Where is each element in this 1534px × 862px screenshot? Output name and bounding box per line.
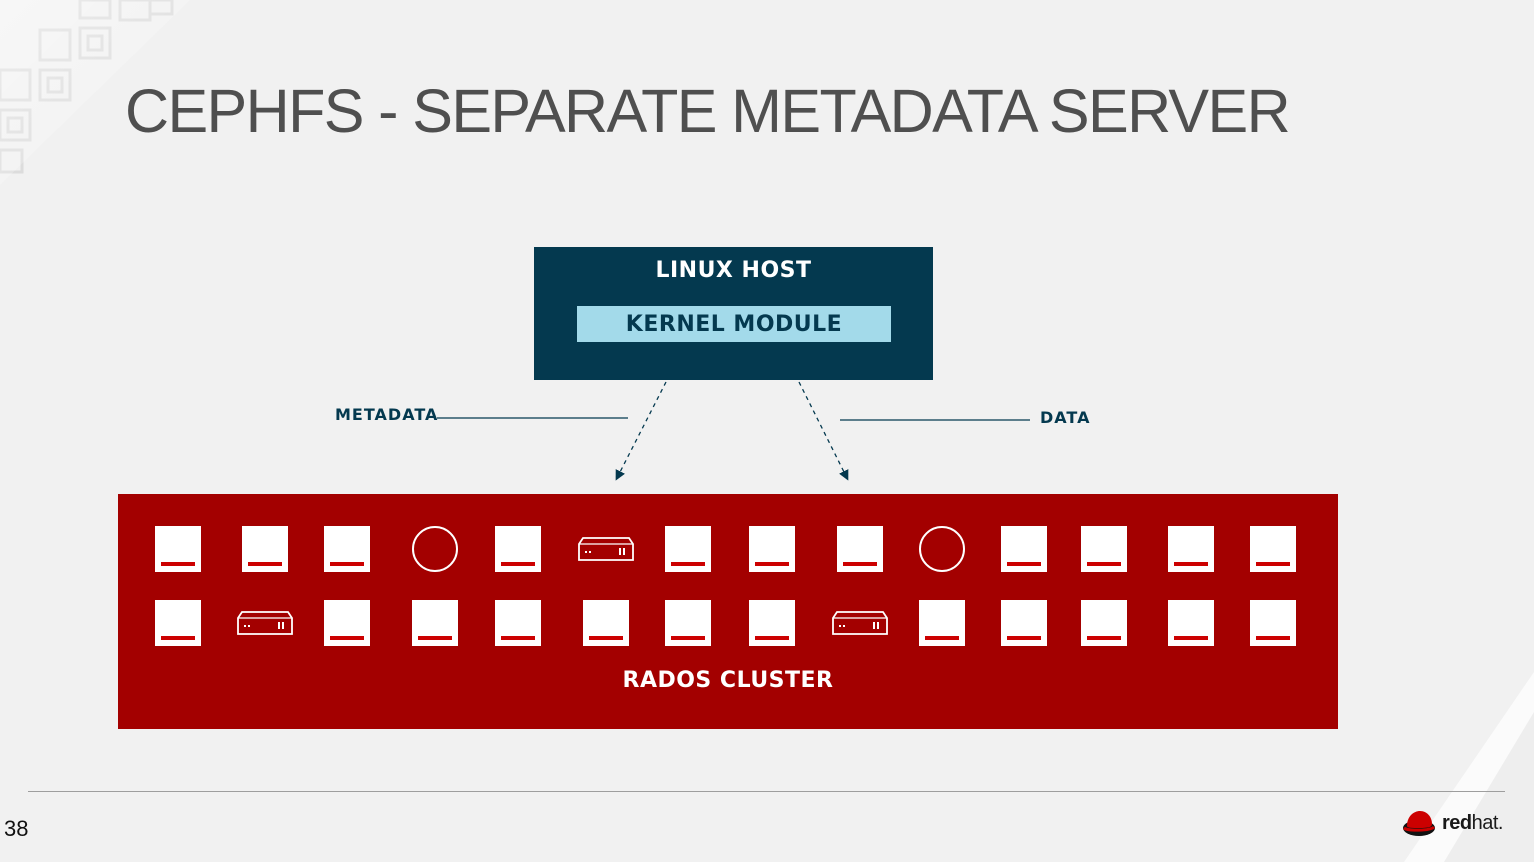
footer-divider <box>28 791 1505 792</box>
kernel-module-label: KERNEL MODULE <box>625 311 843 337</box>
osd-bar <box>1174 636 1208 640</box>
metadata-arrow <box>615 381 667 481</box>
osd-bar <box>1256 562 1290 566</box>
osd-bar <box>330 636 364 640</box>
osd-bar <box>501 636 535 640</box>
osd-node-icon <box>1081 526 1127 572</box>
osd-bar <box>755 636 789 640</box>
monitor-node-icon <box>919 526 965 572</box>
osd-node-icon <box>665 526 711 572</box>
osd-node-icon <box>1081 600 1127 646</box>
metadata-label: METADATA <box>335 405 439 424</box>
osd-bar <box>1007 636 1041 640</box>
corner-pattern-decoration <box>0 0 190 185</box>
osd-bar <box>501 562 535 566</box>
osd-node-icon <box>919 600 965 646</box>
osd-bar <box>1174 562 1208 566</box>
osd-node-icon <box>837 526 883 572</box>
osd-node-icon <box>1001 600 1047 646</box>
osd-node-icon <box>495 526 541 572</box>
osd-bar <box>330 562 364 566</box>
osd-bar <box>161 562 195 566</box>
rados-cluster-box: RADOS CLUSTER <box>118 494 1338 729</box>
osd-bar <box>755 562 789 566</box>
monitor-node-icon <box>412 526 458 572</box>
osd-node-icon <box>665 600 711 646</box>
osd-bar <box>671 562 705 566</box>
osd-bar <box>589 636 623 640</box>
osd-node-icon <box>1168 600 1214 646</box>
redhat-logo-icon <box>1403 811 1436 836</box>
slide-title: CEPHFS - SEPARATE METADATA SERVER <box>125 77 1291 145</box>
osd-node-icon <box>242 526 288 572</box>
server-node-icon <box>236 610 294 636</box>
osd-node-icon <box>412 600 458 646</box>
kernel-module-box: KERNEL MODULE <box>577 306 891 342</box>
server-node-icon <box>831 610 889 636</box>
osd-bar <box>671 636 705 640</box>
osd-node-icon <box>1168 526 1214 572</box>
osd-node-icon <box>495 600 541 646</box>
redhat-logo-text: redhat. <box>1442 812 1503 834</box>
linux-host-label: LINUX HOST <box>655 258 812 283</box>
osd-bar <box>1087 562 1121 566</box>
server-node-icon <box>577 536 635 562</box>
osd-node-icon <box>155 600 201 646</box>
osd-node-icon <box>155 526 201 572</box>
osd-node-icon <box>749 526 795 572</box>
osd-bar <box>161 636 195 640</box>
osd-node-icon <box>1250 600 1296 646</box>
osd-node-icon <box>749 600 795 646</box>
osd-node-icon <box>1001 526 1047 572</box>
osd-bar <box>843 562 877 566</box>
osd-bar <box>1256 636 1290 640</box>
osd-node-icon <box>324 600 370 646</box>
osd-bar <box>418 636 452 640</box>
osd-bar <box>1087 636 1121 640</box>
rados-cluster-label: RADOS CLUSTER <box>622 668 834 693</box>
page-number: 38 <box>4 816 29 841</box>
osd-bar <box>1007 562 1041 566</box>
osd-node-icon <box>1250 526 1296 572</box>
data-label: DATA <box>1040 408 1091 427</box>
corner-diagonal-decoration <box>1404 672 1534 862</box>
osd-bar <box>925 636 959 640</box>
osd-node-icon <box>583 600 629 646</box>
osd-node-icon <box>324 526 370 572</box>
data-arrow <box>798 381 849 481</box>
osd-bar <box>248 562 282 566</box>
